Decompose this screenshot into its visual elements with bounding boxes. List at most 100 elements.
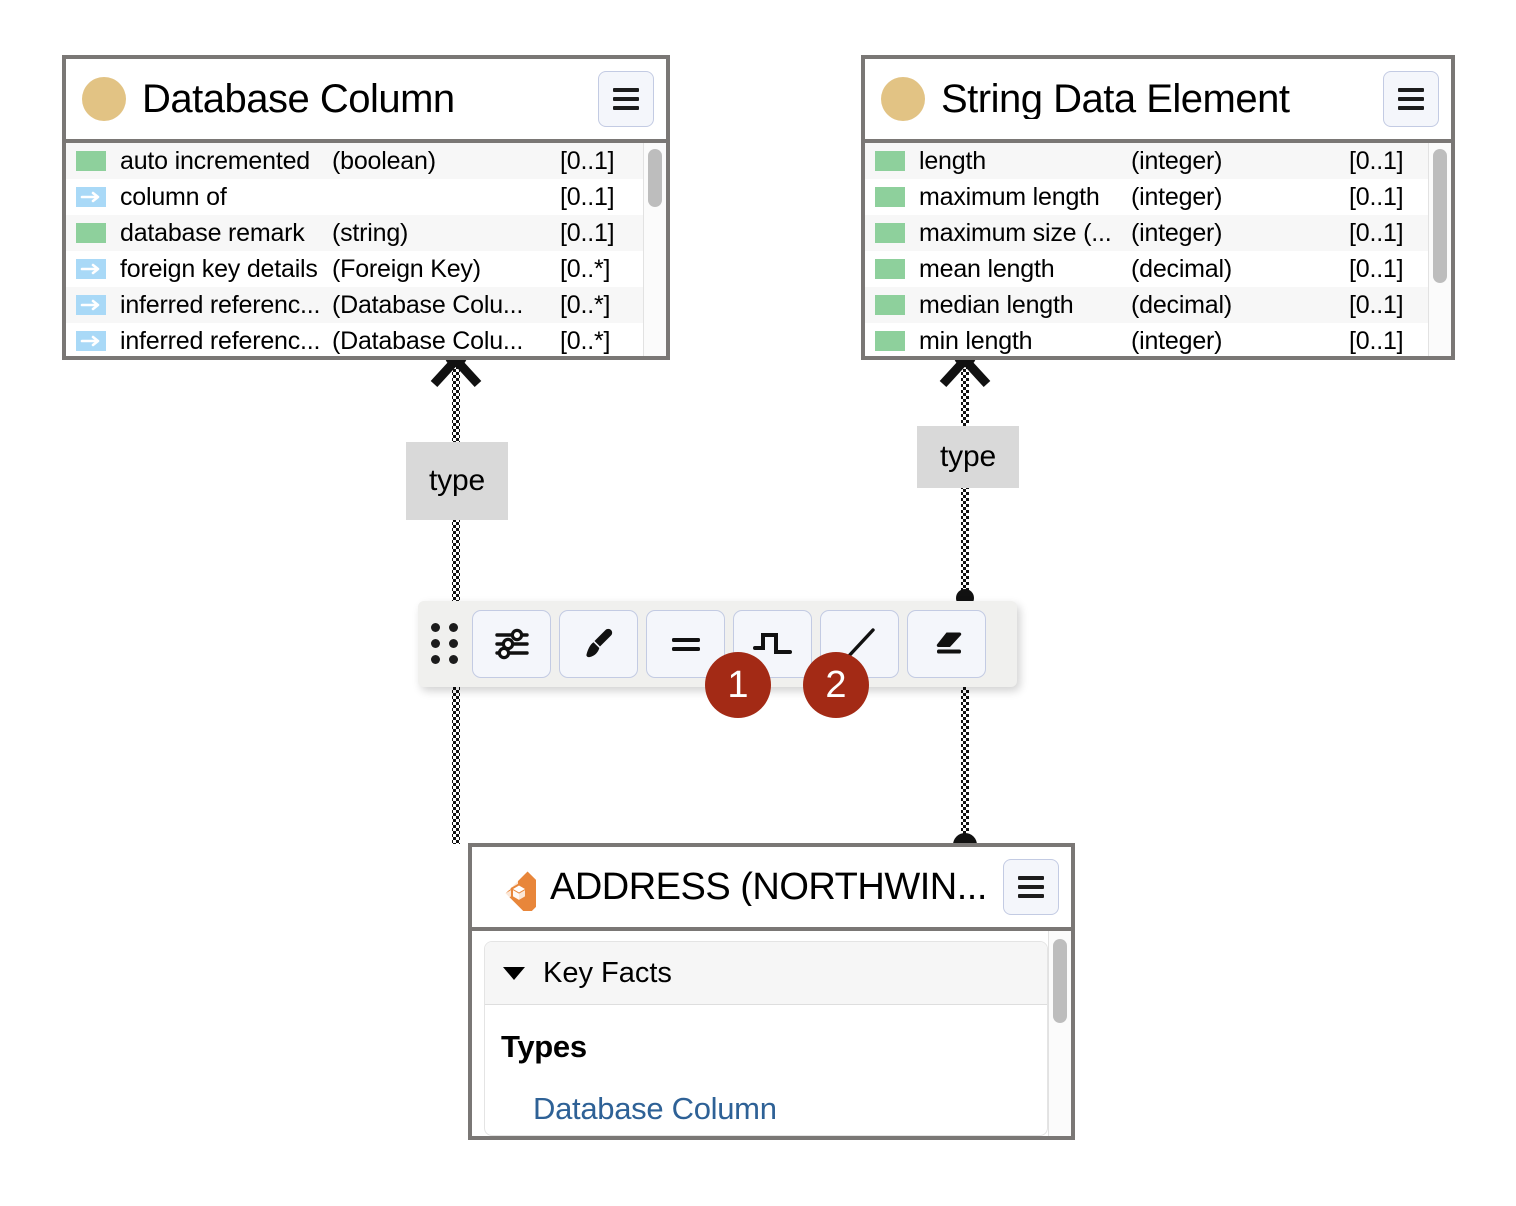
attribute-type: (integer) — [1131, 146, 1223, 175]
node-header: Database Column — [66, 59, 666, 143]
attribute-swatch-icon — [76, 151, 106, 171]
node-type-avatar — [82, 77, 126, 121]
node-header: ADDRESS (NORTHWIN... — [472, 847, 1071, 931]
node-type-avatar — [881, 77, 925, 121]
attribute-name: inferred referenc... — [120, 326, 321, 355]
dot — [449, 639, 458, 648]
attribute-type: (boolean) — [332, 146, 436, 175]
node-database-column[interactable]: Database Column auto incremented (boolean… — [62, 55, 670, 360]
attribute-row[interactable]: mean length(decimal)[0..1] — [865, 251, 1428, 287]
straight-edge-button[interactable] — [646, 610, 725, 678]
type-link-database-column[interactable]: Database Column — [533, 1091, 777, 1126]
attribute-row[interactable]: inferred referenc... (Database Colu... [0.… — [66, 323, 643, 356]
dot — [449, 623, 458, 632]
attribute-name: inferred referenc... — [120, 290, 321, 319]
attribute-type: (Foreign Key) — [332, 254, 481, 283]
attribute-cardinality: [0..1] — [1349, 146, 1404, 175]
properties-button[interactable] — [472, 610, 551, 678]
node-title: String Data Element — [941, 79, 1290, 119]
style-button[interactable] — [559, 610, 638, 678]
attribute-name: foreign key details — [120, 254, 318, 283]
attribute-cardinality: [0..1] — [560, 146, 615, 175]
scrollbar-thumb[interactable] — [648, 149, 662, 207]
vertical-scrollbar[interactable] — [1048, 931, 1071, 1136]
scrollbar-thumb[interactable] — [1433, 149, 1447, 283]
edge-label-type-1: type — [406, 442, 508, 520]
scrollbar-thumb[interactable] — [1053, 939, 1067, 1023]
attribute-cardinality: [0..1] — [1349, 218, 1404, 247]
attribute-row[interactable]: foreign key details (Foreign Key) [0..*] — [66, 251, 643, 287]
attribute-swatch-icon — [875, 331, 905, 351]
attribute-type: (Database Colu... — [332, 326, 524, 355]
attribute-swatch-icon — [76, 223, 106, 243]
node-menu-button[interactable] — [598, 71, 654, 127]
attribute-type: (integer) — [1131, 326, 1223, 355]
hamburger-bar — [613, 106, 639, 110]
attribute-cardinality: [0..1] — [560, 182, 615, 211]
relationship-arrow-icon — [76, 259, 106, 279]
attribute-cardinality: [0..1] — [1349, 290, 1404, 319]
attribute-swatch-icon — [875, 151, 905, 171]
equals-icon — [668, 632, 704, 656]
attribute-cardinality: [0..1] — [1349, 326, 1404, 355]
attribute-type: (decimal) — [1131, 254, 1232, 283]
hamburger-bar — [1398, 106, 1424, 110]
attribute-row[interactable]: min length (integer) [0..1] — [865, 323, 1428, 356]
erase-button[interactable] — [907, 610, 986, 678]
attribute-name: auto incremented — [120, 146, 310, 175]
edge-label-type-2: type — [917, 426, 1019, 488]
node-title: Database Column — [142, 79, 455, 119]
attribute-type: (string) — [332, 218, 409, 247]
node-header: String Data Element — [865, 59, 1451, 143]
attribute-name: database remark — [120, 218, 305, 247]
step-number: 2 — [825, 663, 847, 706]
relationship-arrow-icon — [76, 187, 106, 207]
edge-label-text: type — [940, 440, 996, 473]
step-number: 1 — [727, 663, 749, 706]
attribute-row[interactable]: maximum size (...(integer)[0..1] — [865, 215, 1428, 251]
types-section-title: Types — [501, 1029, 587, 1064]
attribute-row[interactable]: length(integer)[0..1] — [865, 143, 1428, 179]
attribute-cardinality: [0..*] — [560, 254, 611, 283]
vertical-scrollbar[interactable] — [643, 143, 666, 356]
attribute-swatch-icon — [875, 295, 905, 315]
node-string-data-element[interactable]: String Data Element length(integer)[0..1… — [861, 55, 1455, 360]
attribute-name: min length — [919, 326, 1033, 355]
attribute-cardinality: [0..*] — [560, 290, 611, 319]
relationship-arrow-icon — [76, 295, 106, 315]
edge-label-text: type — [429, 464, 485, 497]
attribute-row[interactable]: column of[0..1] — [66, 179, 643, 215]
vertical-scrollbar[interactable] — [1428, 143, 1451, 356]
eraser-icon — [928, 627, 966, 661]
node-menu-button[interactable] — [1383, 71, 1439, 127]
attribute-list[interactable]: auto incremented(boolean)[0..1]column of… — [66, 143, 643, 356]
key-facts-header[interactable]: Key Facts — [485, 942, 1047, 1005]
hamburger-bar — [613, 88, 639, 92]
hamburger-bar — [1398, 88, 1424, 92]
database-table-icon — [488, 863, 536, 911]
attribute-row[interactable]: maximum length(integer)[0..1] — [865, 179, 1428, 215]
attribute-row[interactable]: auto incremented (boolean) [0..1] — [66, 143, 643, 179]
attribute-name: maximum size (... — [919, 218, 1112, 247]
attribute-row[interactable]: median length(decimal)[0..1] — [865, 287, 1428, 323]
attribute-list[interactable]: length(integer)[0..1]maximum length(inte… — [865, 143, 1428, 356]
key-facts-panel-wrapper: Key Facts Types Database Column — [472, 931, 1048, 1136]
attribute-swatch-icon — [875, 223, 905, 243]
node-menu-button[interactable] — [1003, 859, 1059, 915]
attribute-name: median length — [919, 290, 1074, 319]
hamburger-bar — [613, 97, 639, 101]
node-body: auto incremented(boolean)[0..1]column of… — [66, 143, 666, 356]
attribute-row[interactable]: inferred referenc...(Database Colu...[0.… — [66, 287, 643, 323]
diagonal-line-icon — [841, 625, 879, 663]
sliders-icon — [493, 627, 531, 661]
step-badge-1: 1 — [705, 652, 771, 718]
attribute-swatch-icon — [875, 259, 905, 279]
attribute-cardinality: [0..*] — [560, 326, 611, 355]
chevron-down-icon[interactable] — [503, 966, 525, 980]
node-address[interactable]: ADDRESS (NORTHWIN... Key Facts Types Dat… — [468, 843, 1075, 1140]
drag-handle-icon[interactable] — [428, 622, 462, 666]
dot — [431, 623, 440, 632]
attribute-row[interactable]: database remark(string)[0..1] — [66, 215, 643, 251]
node-body: Key Facts Types Database Column — [472, 931, 1071, 1136]
